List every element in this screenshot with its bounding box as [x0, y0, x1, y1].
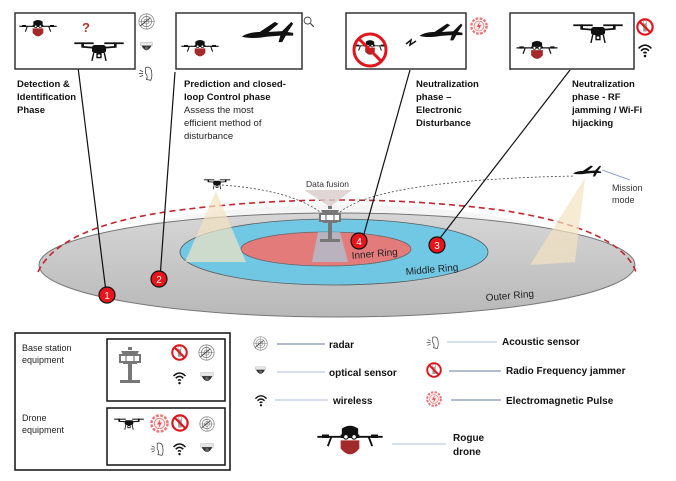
- legend: radar optical sensor wireless Acoustic s…: [253, 336, 626, 458]
- middle-ring-label: Middle Ring: [405, 262, 459, 278]
- legend-label-rogue-line1: Rogue: [453, 433, 485, 444]
- rf-jammer-icon: [426, 362, 442, 378]
- acoustic-sensor-icon: [138, 66, 153, 81]
- base-station-label-line2: equipment: [22, 355, 65, 365]
- acoustic-sensor-icon: [426, 336, 439, 349]
- phase-1-box: [14, 12, 136, 70]
- legend-label-acoustic-sensor: Acoustic sensor: [502, 337, 580, 348]
- phase-4-title-line3: Electronic: [416, 105, 462, 116]
- coverage-scene: [37, 165, 637, 318]
- optical-sensor-icon: [254, 366, 267, 375]
- lightning-icon: [405, 38, 417, 47]
- mission-fixed-wing-drone-icon: [573, 165, 601, 177]
- drone-equipment-label-line2: equipment: [22, 425, 65, 435]
- leader-line-1: [77, 66, 107, 293]
- wireless-icon: [637, 44, 653, 58]
- phase-4-box: [345, 12, 467, 70]
- radar-icon: [138, 13, 155, 30]
- phase-4-title-line4: Disturbance: [416, 118, 471, 129]
- phase-3-title-line3: jamming / Wi-Fi: [571, 105, 642, 116]
- radar-icon: [253, 336, 268, 351]
- phase-2-panel: Prediction and closed- loop Control phas…: [175, 12, 315, 142]
- phase-1-title-line1: Detection &: [17, 79, 70, 90]
- data-link-left: [221, 184, 321, 213]
- phase-3-title-line1: Neutralization: [572, 79, 635, 90]
- legend-label-optical-sensor: optical sensor: [329, 368, 397, 379]
- marker-2-label: 2: [156, 275, 162, 286]
- phase-4-title-line2: phase –: [416, 92, 451, 103]
- phase-2-box: [175, 12, 303, 70]
- rogue-drone-icon: [316, 425, 384, 456]
- legend-item-rf-jammer: Radio Frequency jammer: [426, 362, 626, 378]
- legend-label-radar: radar: [329, 340, 354, 351]
- mission-mode-label-line2: mode: [612, 195, 635, 205]
- airspace-boundary: [37, 199, 637, 273]
- legend-item-radar: radar: [253, 336, 354, 351]
- marker-1[interactable]: 1: [98, 286, 116, 304]
- legend-label-wireless: wireless: [332, 396, 373, 407]
- phase-3-box: [509, 12, 635, 70]
- leader-line-2: [159, 71, 176, 279]
- inner-ring-label: Inner Ring: [351, 247, 398, 262]
- phase-3-title-line4: hijacking: [572, 118, 613, 129]
- legend-item-rogue-drone: Rogue drone: [316, 425, 485, 458]
- phase-1-title-line3: Phase: [17, 105, 45, 116]
- data-fusion-label: Data fusion: [306, 179, 349, 189]
- data-fusion-funnel: [304, 190, 352, 207]
- legend-label-rogue-line2: drone: [453, 447, 481, 458]
- phase-1-panel: ? Detection & Identification Phase: [14, 12, 155, 116]
- optical-sensor-icon: [140, 41, 153, 51]
- rf-jammer-icon: [171, 344, 188, 361]
- patrol-quadcopter-icon: [203, 178, 231, 190]
- phase-4-panel: Neutralization phase – Electronic Distur…: [345, 12, 488, 129]
- left-drone-sensor-cone: [185, 191, 246, 262]
- rf-jammer-icon: [171, 414, 189, 432]
- radar-icon: [198, 344, 215, 361]
- marker-1-label: 1: [104, 291, 110, 302]
- equipment-panel: Base station equipment Drone equipment: [14, 332, 231, 471]
- base-station-equipment-box: [106, 338, 226, 402]
- emp-icon: [426, 391, 442, 407]
- phase-markers: 1 2 3 4: [98, 232, 446, 304]
- phase-3-title-line2: phase - RF: [572, 92, 621, 103]
- phase-2-title-line2: loop Control phase: [184, 92, 271, 103]
- marker-4-label: 4: [356, 237, 362, 248]
- drone-equipment-label-line1: Drone: [22, 413, 47, 423]
- marker-3-label: 3: [434, 241, 440, 252]
- outer-ring-label: Outer Ring: [485, 289, 534, 304]
- marker-2[interactable]: 2: [150, 270, 168, 288]
- question-mark-icon: ?: [82, 20, 90, 35]
- legend-item-wireless: wireless: [254, 395, 373, 407]
- phase-2-desc-line1: Assess the most: [184, 105, 254, 116]
- rf-jammer-icon: [636, 18, 654, 36]
- magnifier-icon: [303, 16, 315, 28]
- legend-item-acoustic-sensor: Acoustic sensor: [426, 336, 580, 349]
- wireless-icon: [254, 395, 268, 407]
- phase-2-desc-line2: efficient method of: [184, 118, 262, 129]
- mission-mode-pointer: [601, 169, 631, 181]
- leader-line-4: [361, 69, 411, 242]
- emp-icon: [470, 17, 488, 35]
- legend-label-emp: Electromagnetic Pulse: [506, 396, 614, 407]
- marker-3[interactable]: 3: [428, 236, 446, 254]
- phase-leader-lines: [77, 66, 571, 293]
- legend-item-emp: Electromagnetic Pulse: [426, 391, 614, 407]
- data-link-right: [339, 175, 576, 213]
- right-drone-sensor-cone: [530, 178, 585, 265]
- phase-2-desc-line3: disturbance: [184, 131, 233, 142]
- radar-icon: [199, 416, 215, 432]
- phase-1-title-line2: Identification: [17, 92, 76, 103]
- marker-4[interactable]: 4: [350, 232, 368, 250]
- phase-4-title-line1: Neutralization: [416, 79, 479, 90]
- phase-3-panel: Neutralization phase - RF jamming / Wi-F…: [509, 12, 654, 129]
- mission-mode-label-line1: Mission: [612, 183, 643, 193]
- base-station-label-line1: Base station: [22, 343, 72, 353]
- legend-label-rf-jammer: Radio Frequency jammer: [506, 366, 626, 377]
- prohibited-rogue-drone-icon: [352, 32, 388, 68]
- phase-2-title-line1: Prediction and closed-: [184, 79, 286, 90]
- legend-item-optical-sensor: optical sensor: [254, 366, 397, 379]
- leader-line-3: [436, 69, 571, 243]
